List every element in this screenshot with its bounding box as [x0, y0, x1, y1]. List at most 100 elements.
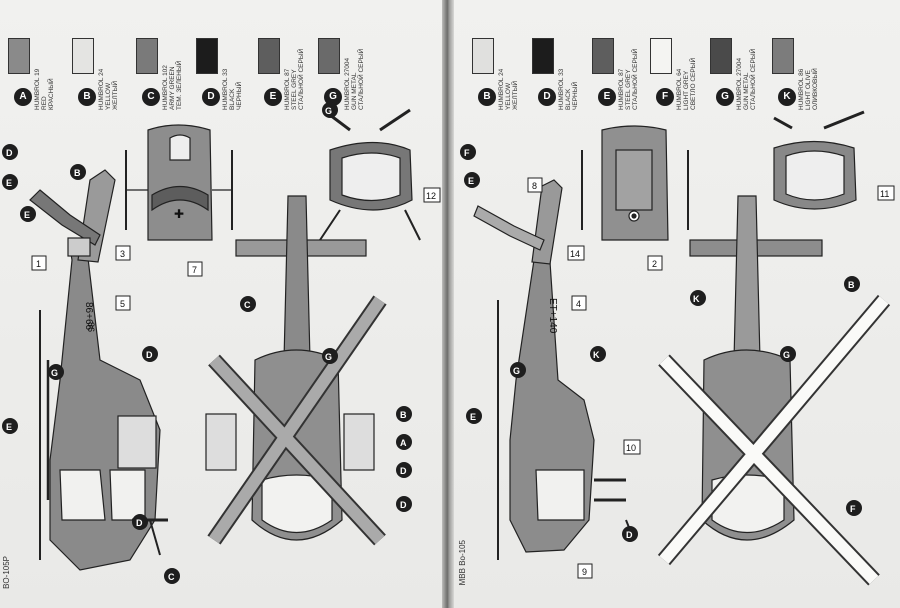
svg-text:B: B — [74, 168, 81, 178]
svg-text:E: E — [6, 178, 12, 188]
paint-code-badge: A — [14, 88, 32, 106]
svg-text:B: B — [848, 280, 855, 290]
paint-code-badge: E — [598, 88, 616, 106]
callout-number: 14 — [570, 249, 580, 259]
svg-text:C: C — [244, 300, 251, 310]
callout-box — [115, 245, 131, 261]
paint-swatch — [650, 38, 672, 74]
paint-code-badge: D — [538, 88, 556, 106]
book-gutter — [442, 0, 454, 608]
artwork-paint-badges: F E G K E D K G B F — [460, 144, 862, 542]
paint-code-badge: G — [324, 88, 342, 106]
callout-number: 3 — [120, 249, 125, 259]
svg-text:D: D — [400, 500, 407, 510]
svg-text:D: D — [400, 466, 407, 476]
svg-text:D: D — [136, 518, 143, 528]
front-view-helicopter — [773, 110, 865, 210]
paint-code-badge: D — [202, 88, 220, 106]
paint-swatch — [532, 38, 554, 74]
svg-text:F: F — [464, 148, 470, 158]
paint-code-badge: G — [716, 88, 734, 106]
svg-text:C: C — [168, 572, 175, 582]
side-view-helicopter — [29, 169, 168, 571]
svg-text:G: G — [325, 106, 332, 116]
paint-swatch — [318, 38, 340, 74]
svg-text:G: G — [51, 368, 58, 378]
left-helicopter-drawings: 86+66 86 ✚ — [2, 102, 441, 584]
svg-text:F: F — [850, 504, 856, 514]
callout-box — [423, 187, 441, 203]
svg-text:B: B — [400, 410, 407, 420]
callout-number: 8 — [532, 181, 537, 191]
svg-text:A: A — [400, 438, 407, 448]
paint-code-badge: K — [778, 88, 796, 106]
nose-top-view — [581, 125, 689, 241]
top-view-helicopter — [205, 195, 387, 546]
svg-text:K: K — [593, 350, 600, 360]
svg-text:K: K — [693, 294, 700, 304]
iron-cross-mark: ✚ — [174, 207, 184, 221]
paint-swatch — [472, 38, 494, 74]
svg-text:G: G — [325, 352, 332, 362]
svg-text:D: D — [146, 350, 153, 360]
callout-box — [187, 261, 203, 277]
paint-swatch — [258, 38, 280, 74]
paint-swatch — [8, 38, 30, 74]
paint-code-badge: B — [478, 88, 496, 106]
svg-text:D: D — [626, 530, 633, 540]
paint-code-badge: B — [78, 88, 96, 106]
callout-number: 12 — [426, 191, 436, 201]
tail-serial: ET+140 — [547, 298, 558, 334]
artwork-paint-badges: D E B E D G E D C C G B A D D G — [2, 102, 412, 584]
callout-box — [115, 295, 131, 311]
svg-text:E: E — [6, 422, 12, 432]
paint-swatch — [196, 38, 218, 74]
top-view-helicopter — [657, 195, 891, 586]
paint-swatch — [772, 38, 794, 74]
svg-text:E: E — [24, 210, 30, 220]
right-helicopter-drawings: ET+140 — [460, 110, 895, 586]
svg-text:D: D — [6, 148, 13, 158]
callout-number: 10 — [626, 443, 636, 453]
paint-swatch — [592, 38, 614, 74]
callout-number: 7 — [192, 265, 197, 275]
svg-text:E: E — [470, 412, 476, 422]
side-view-helicopter — [473, 179, 635, 560]
tail-serial-small: 86 — [86, 322, 96, 332]
callout-number: 9 — [582, 567, 587, 577]
nose-top-view: ✚ — [125, 124, 233, 241]
tail-serial: 86+66 — [83, 302, 94, 331]
callout-boxes: 2 4 8 9 10 11 14 — [527, 177, 895, 579]
svg-text:E: E — [468, 176, 474, 186]
paint-swatch — [136, 38, 158, 74]
callout-number: 4 — [576, 299, 581, 309]
paint-swatch — [72, 38, 94, 74]
svg-text:G: G — [513, 366, 520, 376]
paint-swatch — [710, 38, 732, 74]
callout-number: 5 — [120, 299, 125, 309]
paint-code-badge: C — [142, 88, 160, 106]
paint-code-badge: F — [656, 88, 674, 106]
callout-boxes: 1 3 5 7 12 — [31, 187, 441, 311]
callout-number: 1 — [36, 259, 41, 269]
paint-code-badge: E — [264, 88, 282, 106]
callout-box — [31, 255, 47, 271]
svg-text:G: G — [783, 350, 790, 360]
